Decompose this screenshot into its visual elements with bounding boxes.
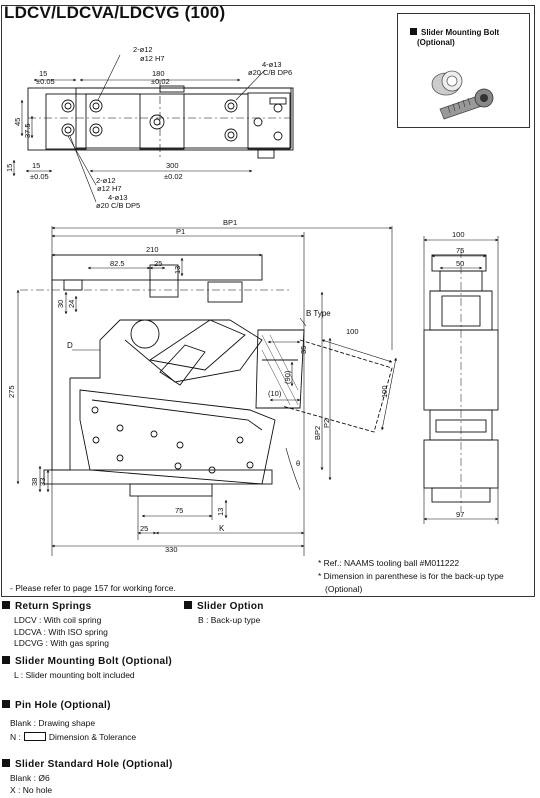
top-view [27,80,294,159]
dim-37-5: 37.5 [23,123,32,138]
side-dim-100: 100 [452,230,465,239]
dim-13-bottom: 13 [216,508,225,516]
side-view [423,250,499,512]
slider-bolt-inset: Slider Mounting Bolt (Optional) [397,13,530,128]
return-springs-list: LDCV : With coil spring LDCVA : With ISO… [14,615,109,650]
dim-210: 210 [146,245,159,254]
dim-100-incline: 100 [346,327,359,336]
dim-300: 300 [166,161,179,170]
bp2-label: BP2 [313,426,322,440]
slider-option-list: B : Back-up type [198,615,260,627]
side-view-labels: 100 75 50 97 [452,230,465,519]
dim-15-bottom: 15 [32,161,40,170]
top-view-labels: 2-ø12 ø12 H7 4-ø13 ø20 C/B DP6 15 ±0.05 … [5,45,292,210]
front-view-dims [16,226,397,556]
bullet-icon [2,601,10,609]
dim-33: 33 [38,478,47,486]
dim-15-side: 15 [5,164,14,172]
p2-label: P2 [322,419,331,428]
front-view-labels: BP1 P1 210 82.5 25 13 30 24 D B Type 100… [7,218,389,554]
slider-bolt-list: L : Slider mounting bolt included [14,670,135,682]
dim-15-top: 15 [39,69,47,78]
dim-24: 24 [67,300,76,308]
return-springs-heading: Return Springs [2,601,91,612]
list-item: LDCVA : With ISO spring [14,626,108,637]
pin-hole-bottom-label: 2-ø12 [96,176,116,185]
pin-hole-heading: Pin Hole (Optional) [2,700,111,711]
cb-bottom-label: 4-ø13 [108,193,128,202]
side-dim-97: 97 [456,510,464,519]
pin-hole-top-fit-label: ø12 H7 [140,54,165,63]
bolt-illustration [431,70,494,120]
dim-30: 30 [56,300,65,308]
bullet-icon [410,28,417,35]
theta-label: θ [296,459,300,468]
dim-180: 180 [152,69,165,78]
technical-drawing: 2-ø12 ø12 H7 4-ø13 ø20 C/B DP6 15 ±0.05 … [5,45,499,556]
cb-top-label: 4-ø13 [262,60,282,69]
tol-002-bottom: ±0.02 [164,172,183,181]
dim-45: 45 [13,118,22,126]
list-item: LDCVG : With gas spring [14,638,109,648]
drawing-notes: * Ref.: NAAMS tooling ball #M011222 * Di… [318,557,504,596]
page-title: LDCV/LDCVA/LDCVG (100) [4,3,226,22]
dim-38: 38 [30,478,39,486]
front-view [20,254,393,497]
tolerance-box [23,731,46,741]
dim-25-bottom: 25 [140,524,148,533]
bp1-label: BP1 [223,218,237,227]
dim-35: 35 [299,346,308,354]
inset-heading: Slider Mounting Bolt [421,28,500,37]
list-item: B : Back-up type [198,615,261,625]
dim-90: (90) [283,370,292,384]
cb-bottom-spec-label: ø20 C/B DP5 [96,201,140,210]
cb-top-spec-label: ø20 C/B DP6 [248,68,292,77]
slider-option-heading: Slider Option [184,601,264,612]
list-item: Blank : Drawing shape [10,718,96,728]
tol-002-top: ±0.02 [151,77,170,86]
asterisk-icon: * [318,571,324,581]
bullet-icon [2,656,10,664]
tol-005-bottom: ±0.05 [30,172,49,181]
list-item: N :Dimension & Tolerance [10,731,137,742]
b-type-label: B Type [306,309,331,318]
drawing-frame [1,5,535,597]
dim-275: 275 [7,385,16,398]
tol-005-top: ±0.05 [36,77,55,86]
list-item: L : Slider mounting bolt included [14,670,135,680]
dim-13-top: 13 [173,266,182,274]
top-view-dims [12,54,266,203]
k-label: K [219,524,225,533]
dim-10: (10) [268,389,282,398]
dim-25-top: 25 [154,259,162,268]
side-view-dims [423,236,499,524]
pin-hole-top-label: 2-ø12 [133,45,153,54]
bullet-icon [184,601,192,609]
std-hole-heading: Slider Standard Hole (Optional) [2,759,173,770]
note-optional: (Optional) [325,584,363,594]
note-parenthese: Dimension in parenthese is for the back-… [323,571,504,581]
asterisk-icon: * [318,558,324,568]
dim-82-5: 82.5 [110,259,125,268]
dim-330: 330 [165,545,178,554]
list-item: LDCV : With coil spring [14,615,102,625]
dim-75: 75 [175,506,183,515]
pin-hole-list: Blank : Drawing shape N :Dimension & Tol… [10,718,136,743]
slider-bolt-heading: Slider Mounting Bolt (Optional) [2,656,172,667]
list-item: Blank : Ø6 [10,773,50,783]
std-hole-list: Blank : Ø6 X : No hole [10,773,52,796]
list-item: X : No hole [10,784,53,795]
note-naams: Ref.: NAAMS tooling ball #M011222 [323,558,460,568]
bullet-icon [2,700,10,708]
d-label: D [67,341,73,350]
force-note: - Please refer to page 157 for working f… [10,583,176,593]
side-dim-75: 75 [456,246,464,255]
inset-subheading: (Optional) [417,38,455,47]
bullet-icon [2,759,10,767]
dim-100-side: 100 [380,385,389,398]
pin-hole-bottom-fit-label: ø12 H7 [97,184,122,193]
p1-label: P1 [176,227,185,236]
side-dim-50: 50 [456,259,464,268]
